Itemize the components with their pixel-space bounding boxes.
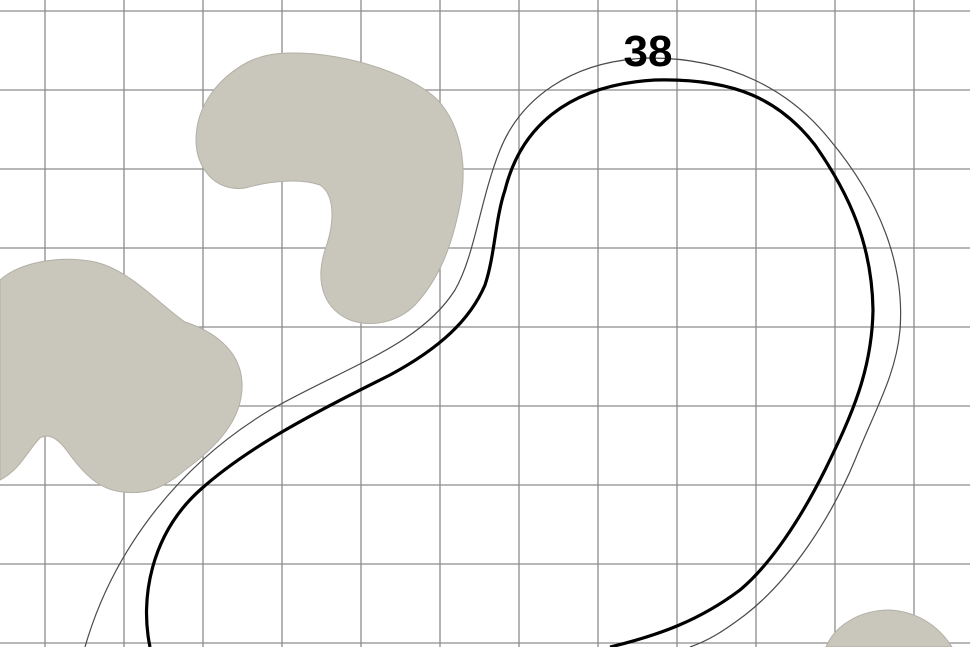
land-blob-bottom-right (825, 609, 953, 647)
contour-label: 38 (624, 27, 673, 76)
main-contour-line (144, 78, 875, 647)
land-blob-left (0, 258, 243, 494)
outer-contour-line (84, 57, 902, 647)
land-blob-upper (195, 52, 464, 324)
